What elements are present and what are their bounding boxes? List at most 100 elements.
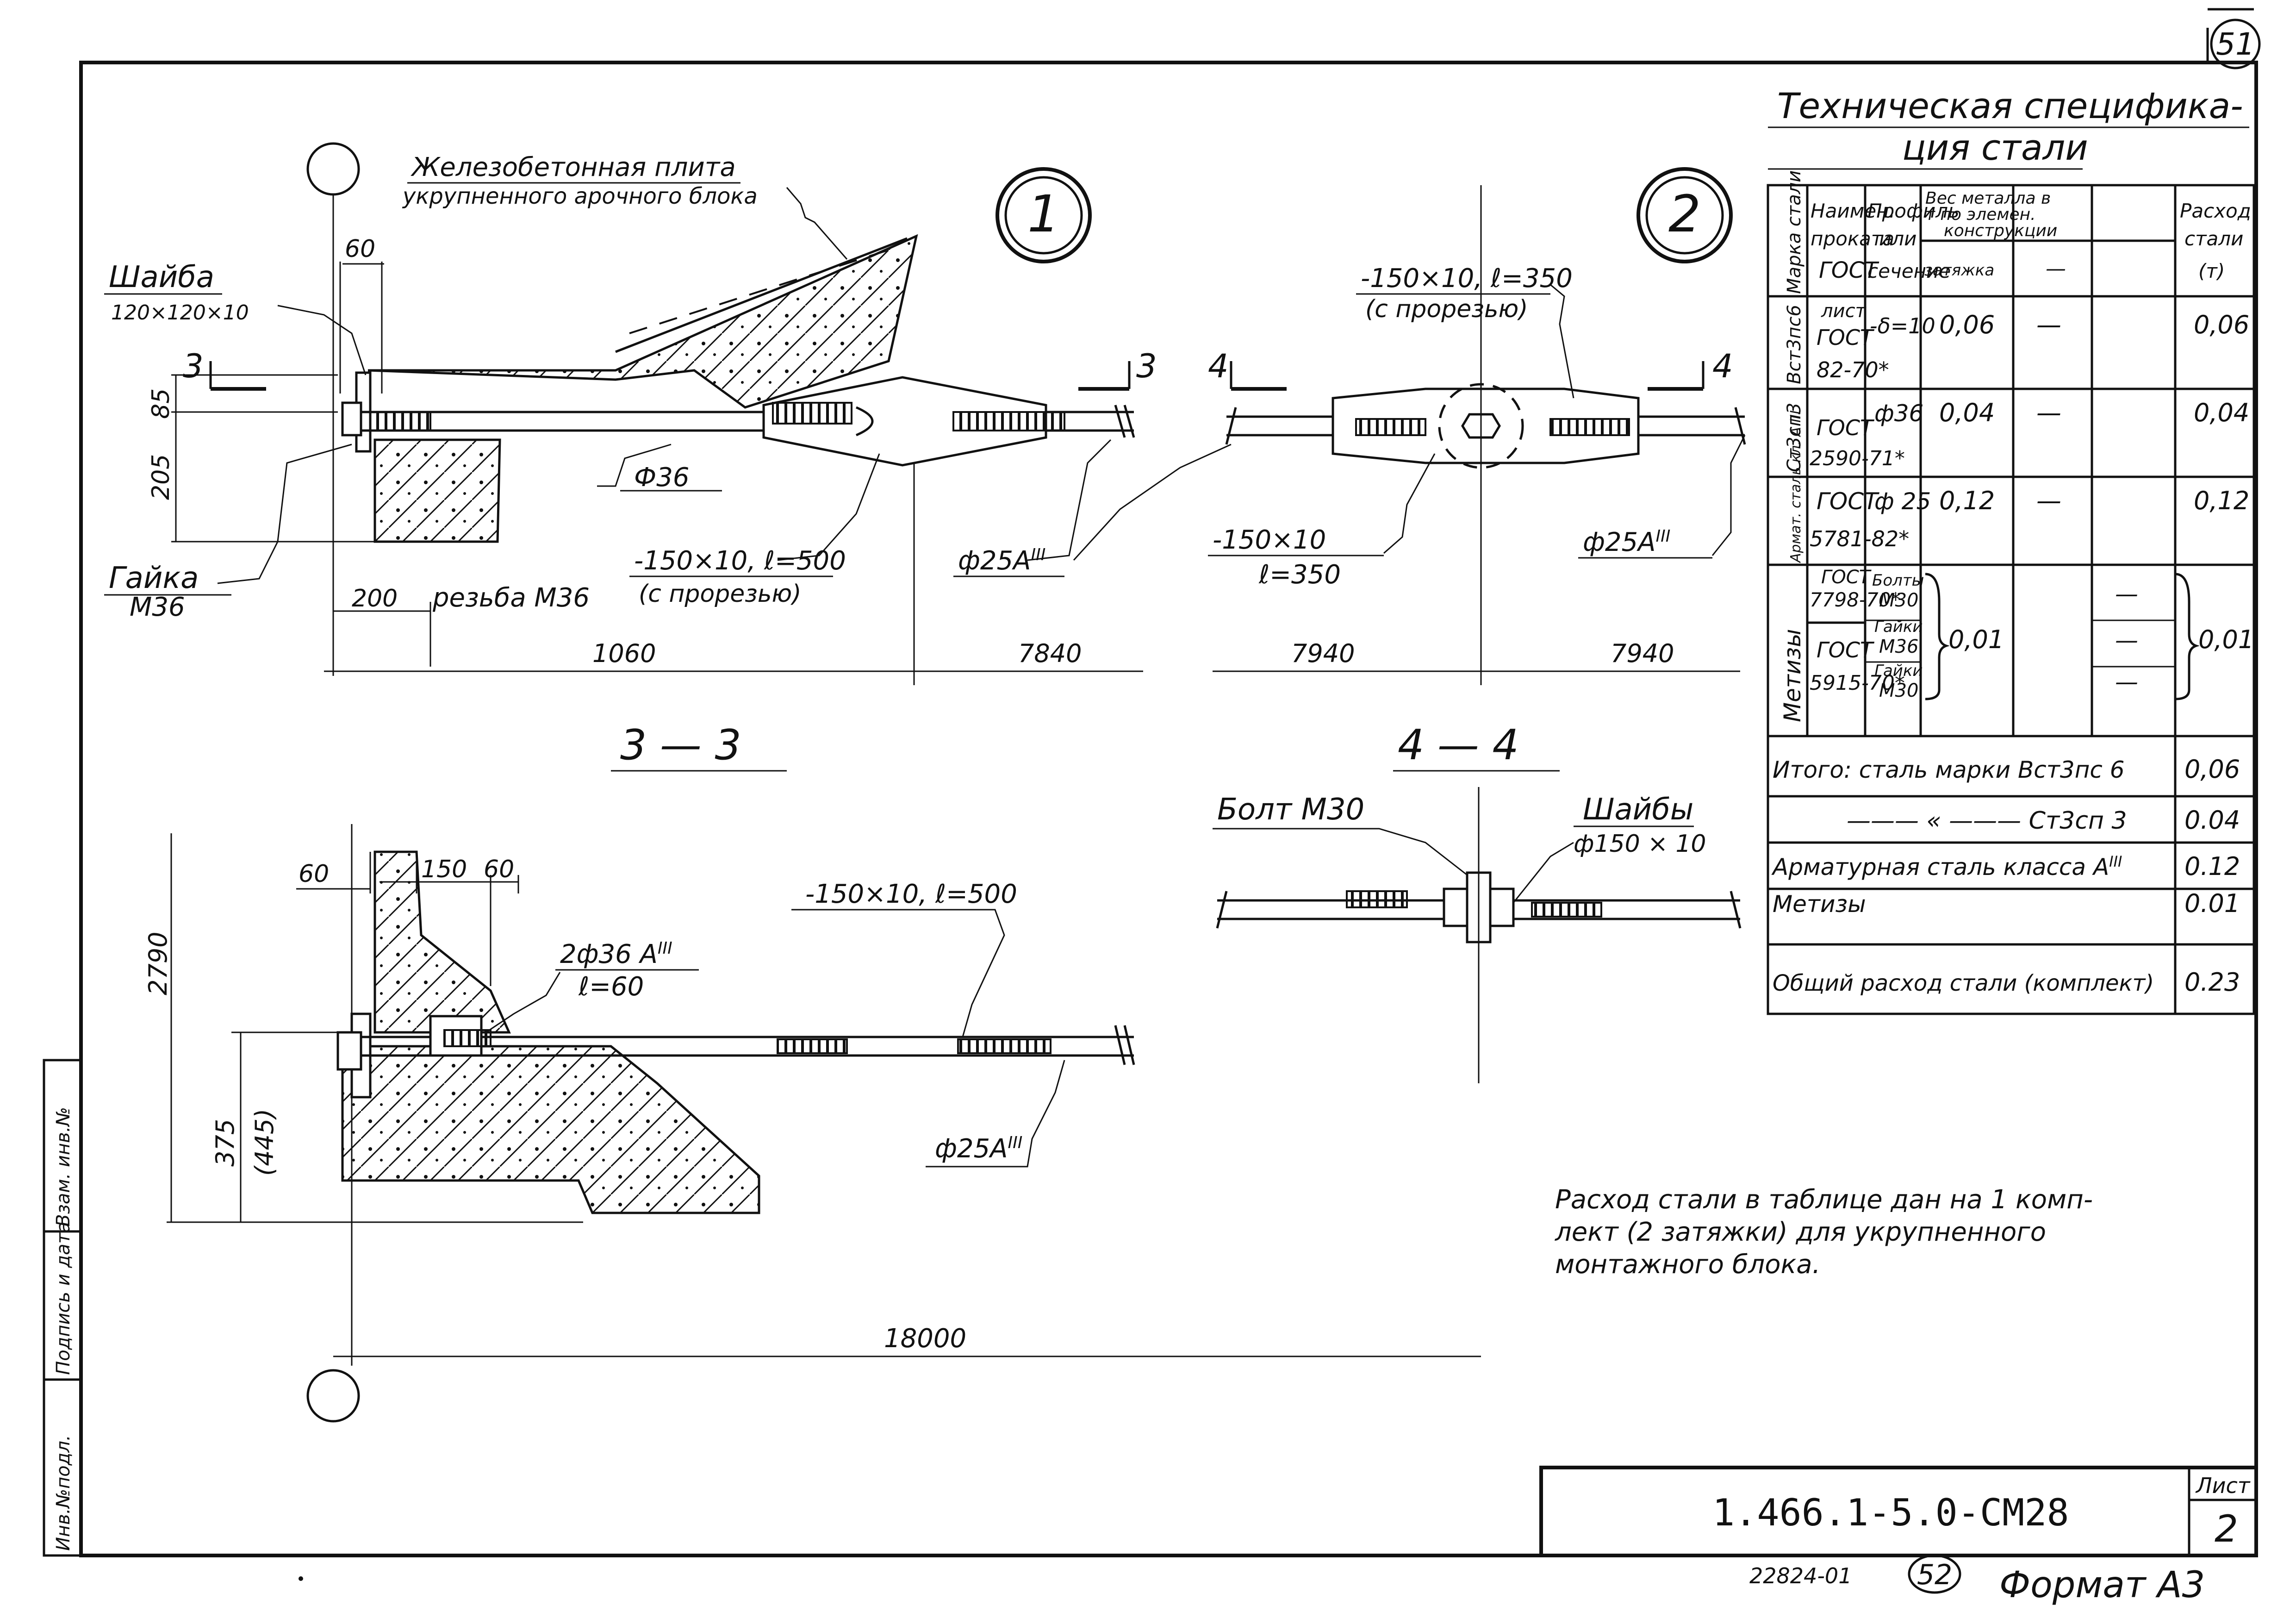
plate-label-3: -150×10, ℓ=500 — [805, 879, 1017, 909]
page-number-top-text: 51 — [2216, 26, 2255, 62]
metiz-tie: 0,01 — [1948, 625, 2004, 654]
row3-gost-1: ГОСТ — [1817, 488, 1879, 515]
page-number-top: 51 — [2210, 19, 2261, 69]
dim-200: 200 — [352, 585, 398, 612]
row1-gost-1: лист — [1821, 300, 1867, 322]
section-4-4-title: 4 — 4 — [1398, 721, 1519, 769]
row3-mark: Армат. сталь кл. А III — [1788, 410, 1804, 563]
hdr-total-2: стали — [2184, 227, 2243, 250]
metiz-mark: Метизы — [1779, 629, 1806, 722]
metiz-item3-1: Гайки — [1874, 662, 1923, 680]
metiz-item2-2: М36 — [1879, 636, 1918, 657]
hdr-total-3: (т) — [2198, 260, 2225, 282]
dim-205: 205 — [147, 454, 175, 500]
rod-label: Ф36 — [634, 462, 689, 493]
washer-label-1: Шайба — [109, 260, 214, 294]
hdr-name-3: ГОСТ — [1819, 257, 1879, 283]
title-block: 1.466.1-5.0-СМ28 Лист 2 — [1539, 1466, 2258, 1557]
washers-label-1: Шайбы — [1583, 793, 1693, 827]
sum-1-value: 0,06 — [2184, 755, 2240, 784]
note-line-2: лект (2 затяжки) для укрупненного — [1555, 1217, 2046, 1247]
inventory-no: 22824-01 — [1749, 1563, 1852, 1588]
nut-label-2: М36 — [130, 592, 185, 622]
page-number-bottom-text: 52 — [1917, 1559, 1952, 1591]
row1-gost-3: 82-70* — [1817, 357, 1889, 382]
metiz-gost1-2: 7798-70* — [1810, 588, 1901, 611]
row2-gost-1: ГОСТ — [1817, 415, 1875, 440]
cut-3-left: 3 — [183, 347, 204, 385]
row2-tie: 0,04 — [1939, 398, 1995, 427]
dim-60-b: 60 — [484, 856, 514, 883]
metiz-gost2-1: ГОСТ — [1817, 637, 1875, 662]
dim-7940-left: 7940 — [1291, 639, 1355, 668]
dim-445: (445) — [250, 1109, 279, 1176]
dim-375: 375 — [211, 1119, 240, 1167]
sum-4-value: 0.01 — [2184, 889, 2240, 918]
dim-60: 60 — [345, 235, 375, 263]
rebar-label-3: ф25АIII — [935, 1133, 1022, 1164]
nut-label-1: Гайка — [109, 561, 199, 595]
row2-other: — — [2036, 398, 2061, 427]
metiz-item1-1: Болты — [1872, 571, 1924, 590]
sheet-frame — [43, 8, 2258, 1557]
sum-5-label: Общий расход стали (комплект) — [1773, 970, 2154, 996]
rebar-label-2: ф25АIII — [1583, 527, 1670, 557]
dim-18000: 18000 — [884, 1324, 966, 1354]
plate-top-1: -150×10, ℓ=350 — [1361, 263, 1573, 294]
row3-profile: ф 25 — [1874, 488, 1931, 515]
stamp-inventory: Инв.№подл. — [53, 1435, 74, 1551]
row2-gost-2: 2590-71* — [1810, 447, 1905, 470]
row1-mark: Вст3пс6 — [1784, 305, 1805, 384]
dim-85: 85 — [147, 388, 175, 419]
cut-3-right: 3 — [1136, 347, 1157, 385]
hdr-weight-1: Вес металла в — [1925, 189, 2051, 208]
spec-title-2: ция стали — [1902, 127, 2088, 168]
dim-7840: 7840 — [1018, 639, 1082, 668]
row1-gost-2: ГОСТ — [1817, 325, 1875, 350]
sum-2-label: ——— « ——— Ст3сп 3 — [1847, 807, 2127, 835]
format-label: Формат А3 — [1999, 1564, 2205, 1606]
hdr-profile-2: или — [1879, 227, 1916, 250]
sum-3-value: 0.12 — [2184, 852, 2240, 881]
sheet-label: Лист — [2195, 1473, 2251, 1498]
dim-60-a: 60 — [299, 860, 329, 888]
doc-code: 1.466.1-5.0-СМ28 — [1712, 1491, 2069, 1534]
cut-4-right: 4 — [1712, 347, 1733, 385]
spec-title-1: Техническая специфика- — [1777, 85, 2243, 126]
bolt-label: Болт М30 — [1217, 793, 1364, 827]
row1-total: 0,06 — [2194, 310, 2249, 339]
row3-gost-2: 5781-82* — [1810, 526, 1909, 551]
sheet-number: 2 — [2215, 1507, 2238, 1550]
slab-label-1: Железобетонная плита — [411, 152, 736, 182]
metiz-dash-1: — — [2115, 581, 2138, 607]
hdr-dash: — — [2046, 257, 2066, 281]
dim-150: 150 — [421, 856, 467, 883]
metiz-item2-1: Гайки — [1874, 618, 1923, 636]
section-4-4: 4 — 4 Болт М30 Шайбы ф150 × 10 — [1213, 721, 1742, 1083]
bar-label-2: ℓ=60 — [578, 972, 644, 1002]
hdr-weight-2: т по элемен. — [1925, 205, 2036, 224]
stamp-replaced: Взам. инв.№ — [53, 1107, 74, 1227]
bar-label-1: 2ф36 АIII — [560, 939, 672, 969]
note-line-1: Расход стали в таблице дан на 1 комп- — [1555, 1185, 2093, 1215]
dim-7940-right: 7940 — [1611, 639, 1674, 668]
view-2: 2 4 4 -150×10, ℓ=350 (с прорезью) -150×1… — [1073, 167, 1746, 685]
stamp-signature: Подпись и дата — [53, 1222, 74, 1375]
sum-3-label: Арматурная сталь класса АIII — [1771, 853, 2122, 881]
slab-label-2: укрупненного арочного блока — [402, 183, 758, 209]
axis-left — [306, 142, 360, 1423]
hdr-profile-1: Профиль — [1867, 200, 1960, 222]
washers-label-2: ф150 × 10 — [1574, 830, 1706, 858]
hdr-name-2: проката — [1811, 227, 1894, 250]
row3-other: — — [2036, 486, 2061, 515]
hdr-name-1: Наимен. — [1811, 200, 1895, 222]
hdr-mark: Марка стали — [1784, 170, 1805, 294]
note-line-3: монтажного блока. — [1555, 1249, 1820, 1280]
row2-mark: Ст3сп3 — [1784, 403, 1805, 472]
dim-2790: 2790 — [143, 932, 173, 995]
section-3-3: 3 — 3 -150×10, ℓ=500 2ф36 АIII ℓ=60 ф25А… — [143, 721, 1481, 1357]
hdr-weight-3: конструкции — [1944, 221, 2057, 240]
metiz-item1-2: М30 — [1879, 590, 1918, 611]
cut-4-left: 4 — [1208, 347, 1229, 385]
